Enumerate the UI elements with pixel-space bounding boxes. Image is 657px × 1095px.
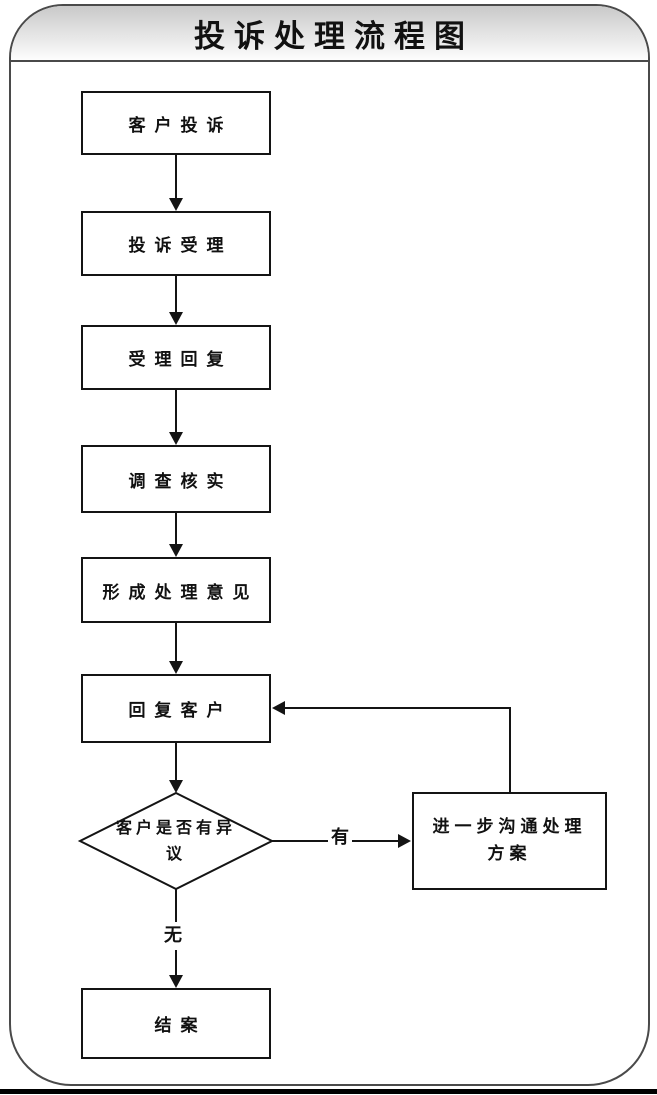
step-acceptance-reply: 受理回复 xyxy=(81,325,271,390)
step-label: 客户投诉 xyxy=(128,115,233,136)
label-yes: 有 xyxy=(328,824,352,852)
title-band: 投诉处理流程图 xyxy=(11,6,648,62)
step-complaint-acceptance: 投诉受理 xyxy=(81,211,271,276)
step-investigation-verification: 调查核实 xyxy=(81,445,271,513)
step-label: 进一步沟通处理方案 xyxy=(432,817,587,864)
step-label: 投诉受理 xyxy=(128,236,233,256)
step-further-communication: 进一步沟通处理方案 xyxy=(412,792,607,890)
step-customer-complaint: 客户投诉 xyxy=(81,91,271,155)
label-no: 无 xyxy=(161,922,185,950)
step-label: 结案 xyxy=(154,1016,207,1036)
step-label: 调查核实 xyxy=(128,471,233,492)
flowchart-frame: 投诉处理流程图 xyxy=(9,4,650,1086)
flowchart-title: 投诉处理流程图 xyxy=(194,18,474,55)
step-label: 形成处理意见 xyxy=(102,582,259,603)
step-label: 回复客户 xyxy=(128,701,233,721)
decision-customer-objection: 客户是否有异议 xyxy=(115,818,236,863)
step-close-case: 结案 xyxy=(81,988,271,1059)
page-bottom-border xyxy=(0,1089,657,1094)
step-label: 受理回复 xyxy=(128,350,233,370)
step-reply-customer: 回复客户 xyxy=(81,674,271,743)
step-form-handling-opinion: 形成处理意见 xyxy=(81,557,271,623)
